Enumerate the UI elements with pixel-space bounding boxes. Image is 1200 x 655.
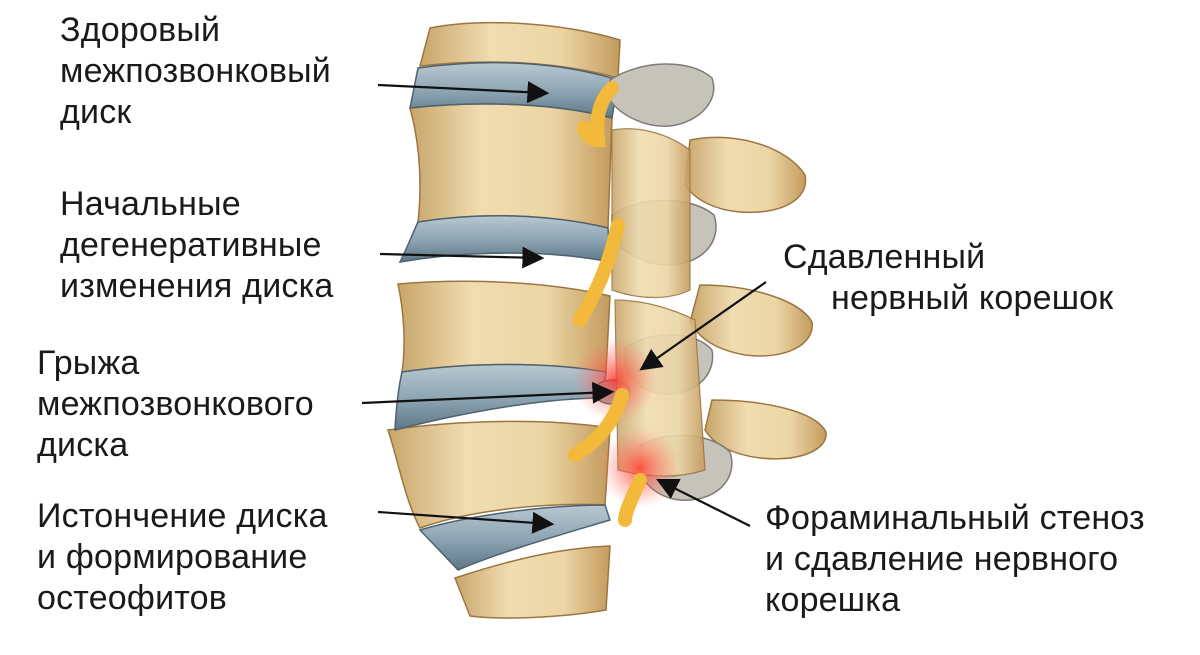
label-line: корешка	[765, 581, 901, 619]
label-foraminal-stenosis: Фораминальный стеноз и сдавление нервног…	[765, 498, 1145, 621]
label-line: Грыжа	[37, 344, 140, 382]
label-disc-hernia: Грыжа межпозвонкового диска	[37, 343, 314, 466]
spinous-processes	[684, 136, 827, 460]
label-line: межпозвонкового	[37, 385, 314, 423]
label-compressed-nerve-root: Сдавленный нервный корешок	[783, 237, 1113, 319]
label-line: и сдавление нервного	[765, 540, 1119, 578]
nerve-roots	[568, 81, 647, 527]
label-line: изменения диска	[60, 267, 334, 305]
label-line: и формирование	[37, 538, 308, 576]
label-line: диск	[60, 93, 132, 131]
label-line: диска	[37, 426, 129, 464]
label-line: Фораминальный стеноз	[765, 499, 1145, 537]
label-line: Начальные	[60, 185, 241, 223]
label-degenerative-changes: Начальные дегенеративные изменения диска	[60, 184, 334, 307]
label-line: Истончение диска	[37, 497, 328, 535]
label-line: межпозвонковый	[60, 52, 331, 90]
label-line: Здоровый	[60, 11, 221, 49]
label-healthy-disc: Здоровый межпозвонковый диск	[60, 10, 331, 133]
label-line: нервный корешок	[831, 279, 1114, 317]
label-line: Сдавленный	[783, 238, 986, 276]
label-line: дегенеративные	[60, 226, 322, 264]
label-line: остеофитов	[37, 579, 228, 617]
pointer-lines	[361, 81, 767, 534]
label-disc-thinning: Истончение диска и формирование остеофит…	[37, 496, 328, 619]
